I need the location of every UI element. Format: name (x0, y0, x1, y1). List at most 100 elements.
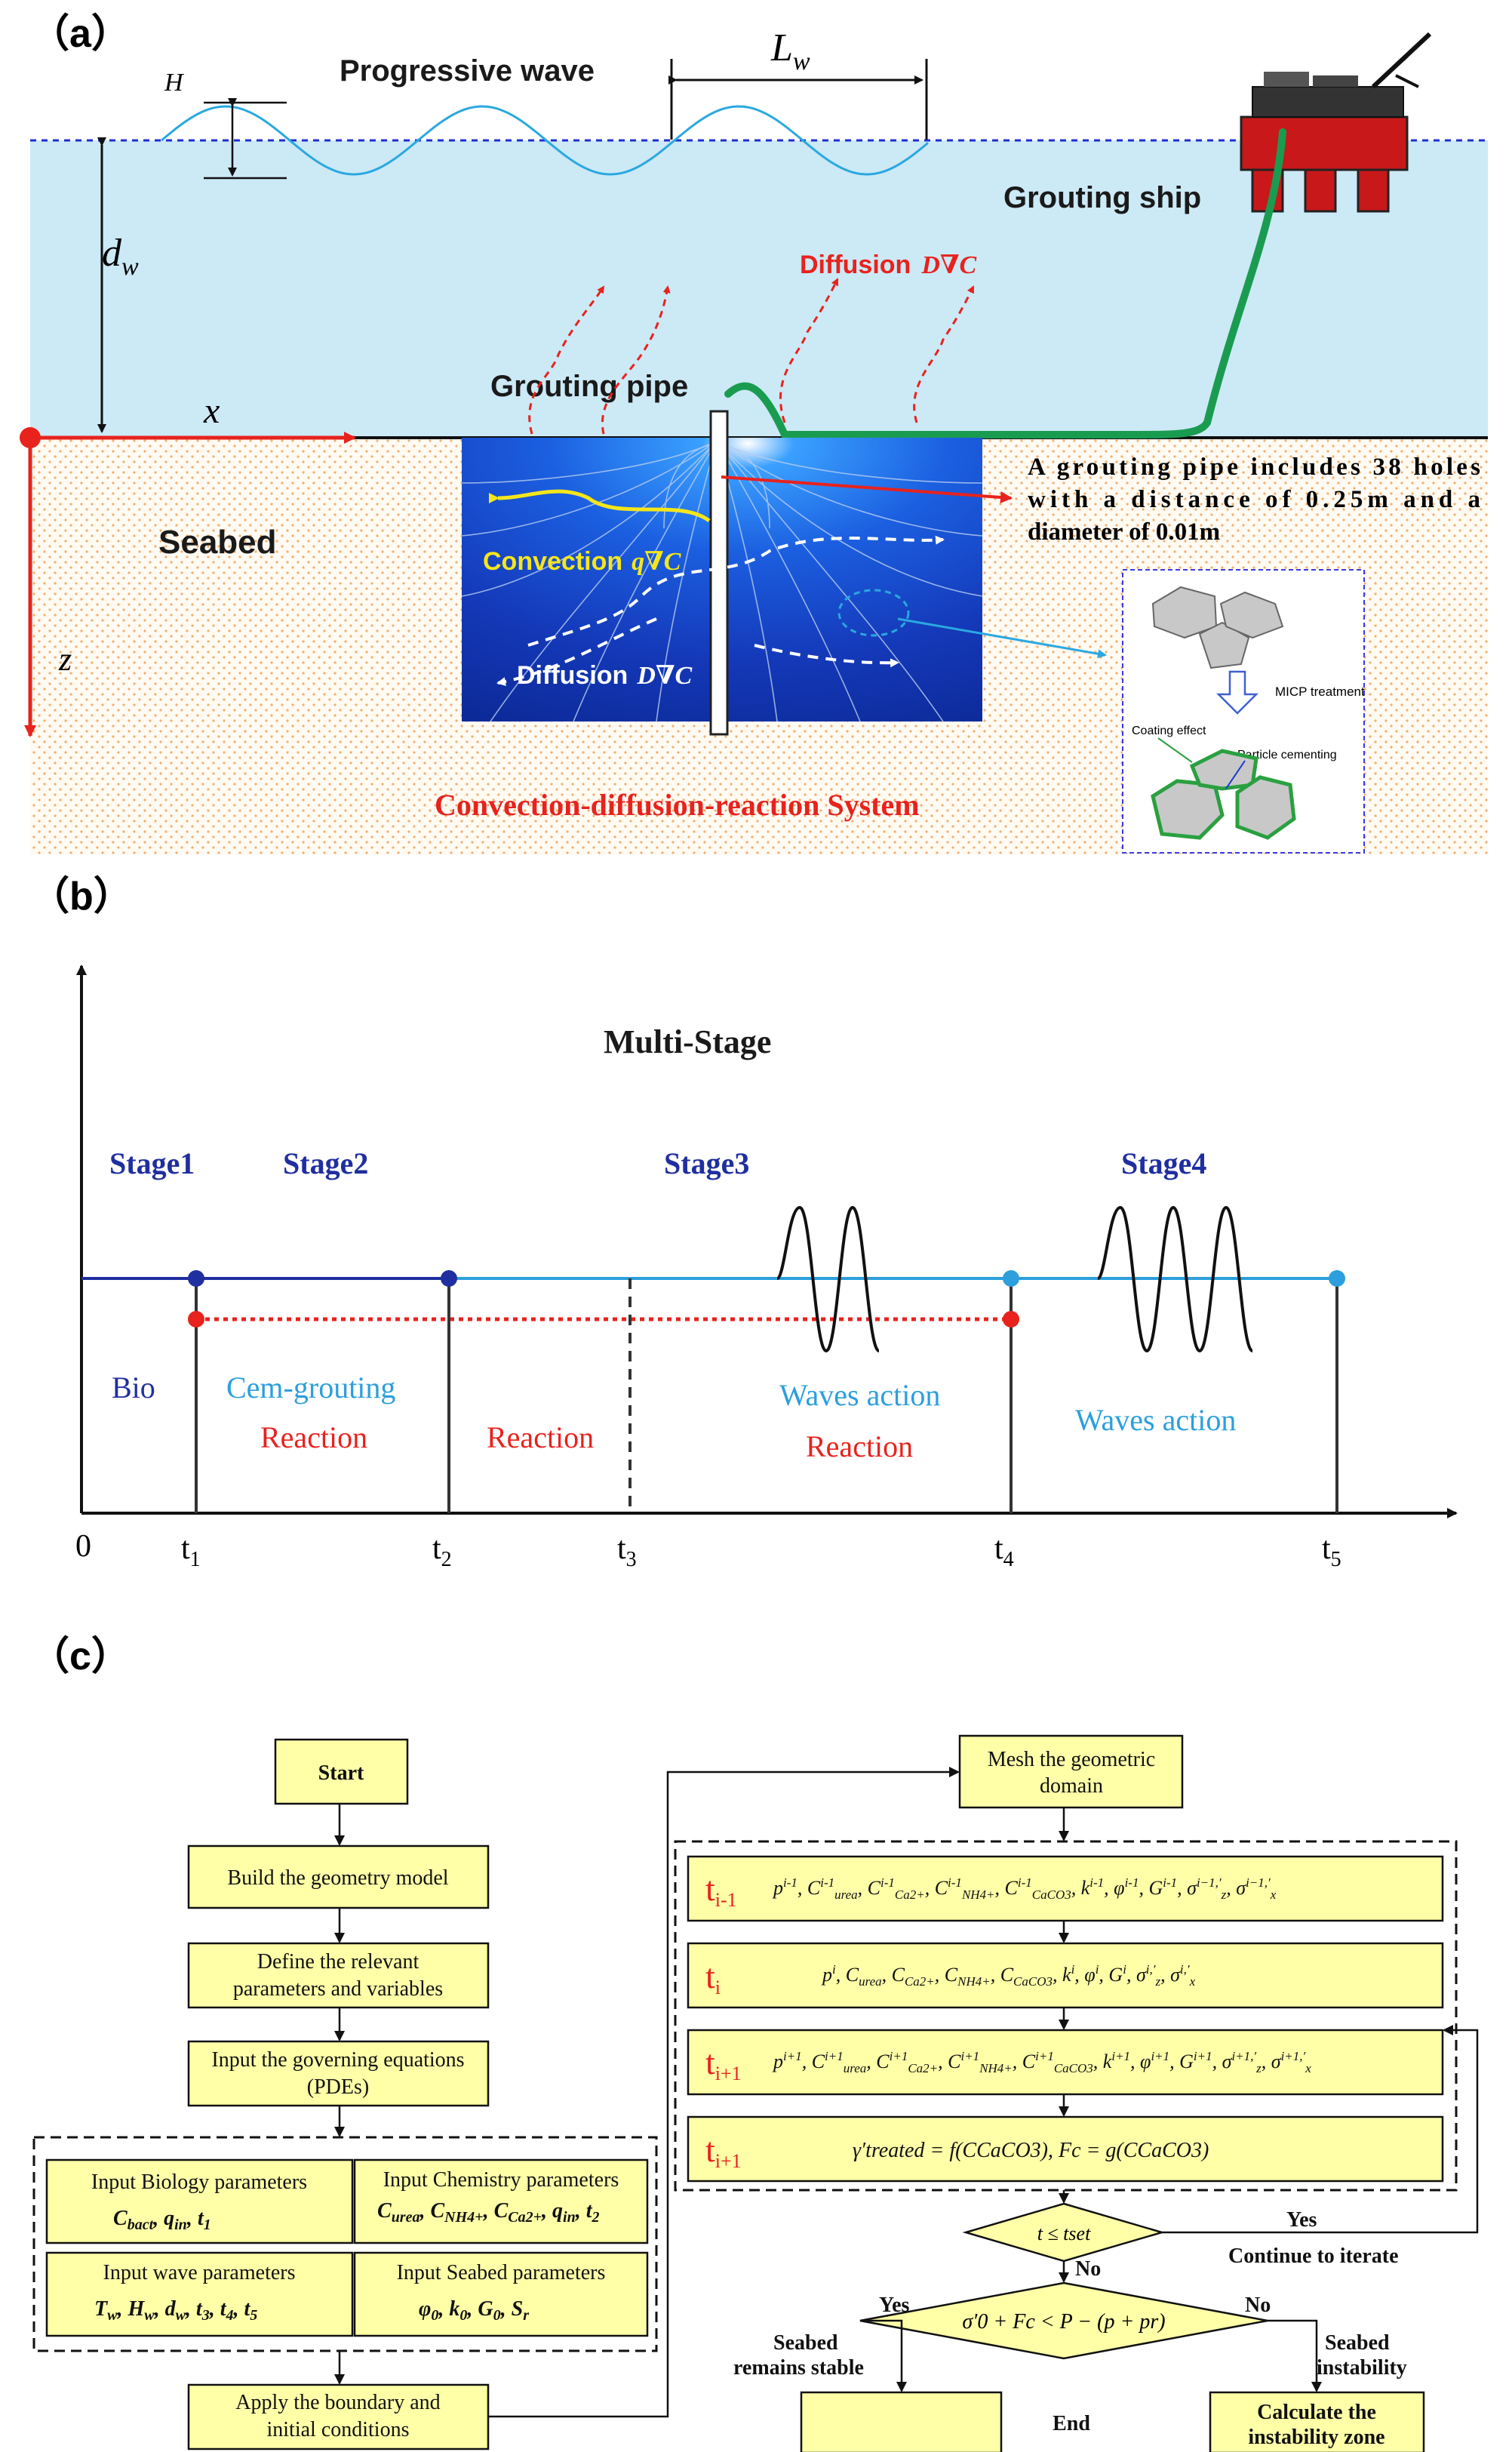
param-formulas: Cbact, qin, t1 Curea, CNH4+, CCa2+, qin,… (94, 2199, 599, 2324)
row-i-plus-1-label: ti+1 (705, 2043, 742, 2084)
stage4-label: Stage4 (1121, 1146, 1206, 1180)
yes-label-2: Yes (879, 2294, 910, 2317)
row-i-minus-1-box (687, 1855, 1444, 1922)
decision-time-text: t ≤ tset (1037, 2223, 1091, 2244)
define-box (187, 1942, 490, 2009)
grouting-hose (724, 128, 1286, 438)
svg-text:φ0, k0, G0, Sr: φ0, k0, G0, Sr (419, 2297, 529, 2324)
reaction-label-2: Reaction (487, 1420, 594, 1454)
input-params-group (32, 2136, 658, 2352)
cem-grouting-label: Cem-grouting (226, 1371, 395, 1404)
panel-a: （a） Progressive wave H Lw dw x z Seabed (20, 12, 1488, 854)
reaction-start-point (188, 1311, 204, 1328)
wavelength-symbol: Lw (770, 26, 810, 75)
ship-label: Grouting ship (1003, 181, 1201, 214)
svg-text:Tw, Hw, dw, t3, t4, t5: Tw, Hw, dw, t3, t4, t5 (94, 2297, 257, 2324)
coating-pointer (1157, 737, 1193, 763)
calc-box (1209, 2391, 1425, 2452)
stage3-label: Stage3 (664, 1146, 749, 1180)
row-gamma-label: ti+1 (705, 2131, 742, 2172)
note-pointer-arrow (721, 475, 1013, 503)
wave-params-text: Input wave parameters (103, 2261, 296, 2284)
stage2-label: Stage2 (283, 1146, 368, 1180)
build-text: Build the geometry model (227, 1866, 448, 1890)
pipe-note-line-2: with a distance of 0.25m and a (1028, 486, 1480, 513)
particles-before-icon (1151, 586, 1284, 669)
streamlines (461, 440, 983, 722)
t4-point (1003, 1270, 1019, 1287)
define-text-1: Define the relevant (257, 1950, 419, 1974)
no-label-2: No (1245, 2294, 1271, 2317)
wave-symbol-stage3 (776, 1205, 880, 1353)
micp-label: MICP treatment (1275, 685, 1365, 699)
continue-label: Continue to iterate (1228, 2244, 1399, 2268)
x-axis-label: x (203, 391, 220, 431)
decision-stability-text: σ′0 + Fc < P − (p + pr) (962, 2310, 1165, 2334)
svg-text:pi, Curea, CCa2+, CNH4+, CCaCO: pi, Curea, CCa2+, CNH4+, CCaCO3, ki, φi,… (821, 1962, 1196, 1989)
mesh-text-2: domain (1040, 1774, 1103, 1798)
tick-t5: t5 (1322, 1531, 1341, 1571)
instab-label-2: instability (1317, 2356, 1407, 2380)
system-label: Convection-diffusion-reaction System (435, 788, 920, 822)
waves-action-label-2: Waves action (1075, 1403, 1236, 1437)
cementing-pointer (1225, 760, 1246, 789)
panel-b: （b） Multi-Stage Stage1 Stage2 Stage3 Sta… (30, 875, 1458, 1571)
grouting-ship-icon (1240, 32, 1432, 213)
particles-after-icon (1151, 749, 1296, 840)
wave-height-symbol: H (164, 69, 185, 97)
wave-symbol-stage4 (1096, 1205, 1254, 1353)
build-box (187, 1844, 490, 1909)
tick-t2: t2 (432, 1531, 452, 1571)
flow-connectors (334, 1767, 1479, 2418)
grouting-pipe (709, 410, 729, 736)
t1-point (188, 1270, 204, 1287)
bio-label: Bio (112, 1371, 155, 1404)
panel-c-label: （c） (30, 1635, 131, 1678)
row-i-box (687, 1942, 1444, 2009)
chem-params-box (353, 2158, 649, 2244)
boundary-box (187, 2383, 490, 2450)
tick-0: 0 (75, 1529, 91, 1564)
t2-point (441, 1270, 457, 1287)
boundary-text-1: Apply the boundary and (235, 2391, 440, 2414)
treatment-arrow-icon (1215, 670, 1259, 715)
convection-arrow (488, 489, 711, 523)
multi-stage-title: Multi-Stage (604, 1023, 771, 1060)
input-eq-box (187, 2040, 490, 2107)
define-text-2: parameters and variables (233, 1977, 443, 2001)
pipe-note-line-3: diameter of 0.01m (1028, 518, 1220, 546)
panel-a-label: （a） (30, 12, 131, 56)
mesh-box (958, 1734, 1184, 1809)
seabed-label: Seabed (158, 524, 277, 561)
waves-action-label-1: Waves action (779, 1378, 940, 1412)
input-eq-text-1: Input the governing equations (211, 2048, 464, 2072)
bio-params-text: Input Biology parameters (91, 2170, 307, 2194)
yes-label-1: Yes (1286, 2208, 1317, 2232)
input-eq-text-2: (PDEs) (307, 2075, 369, 2099)
row-gamma-box (687, 2115, 1444, 2183)
panel-b-label: （b） (30, 875, 133, 918)
wave-params-box (45, 2251, 354, 2337)
stable-label-1: Seabed (773, 2331, 838, 2355)
no-label-1: No (1075, 2257, 1101, 2281)
instab-label-1: Seabed (1325, 2331, 1390, 2355)
start-box (274, 1738, 409, 1805)
decision-stability-diamond (859, 2281, 1268, 2360)
sample-zone (837, 589, 910, 637)
t5-point (1329, 1270, 1345, 1287)
bio-params-box (45, 2158, 354, 2244)
iteration-group (674, 1840, 1458, 2192)
mesh-text-1: Mesh the geometric (988, 1748, 1155, 1771)
gamma-formula: γ′treated = f(CCaCO3), Fc = g(CCaCO3) (853, 2139, 1209, 2162)
start-text: Start (318, 1761, 364, 1785)
end-text: End (1053, 2412, 1090, 2435)
chem-params-text: Input Chemistry parameters (383, 2168, 619, 2192)
stable-label-2: remains stable (733, 2356, 864, 2380)
tick-t1: t1 (181, 1531, 201, 1571)
reaction-label-3: Reaction (806, 1429, 913, 1463)
stage1-label: Stage1 (109, 1146, 195, 1180)
